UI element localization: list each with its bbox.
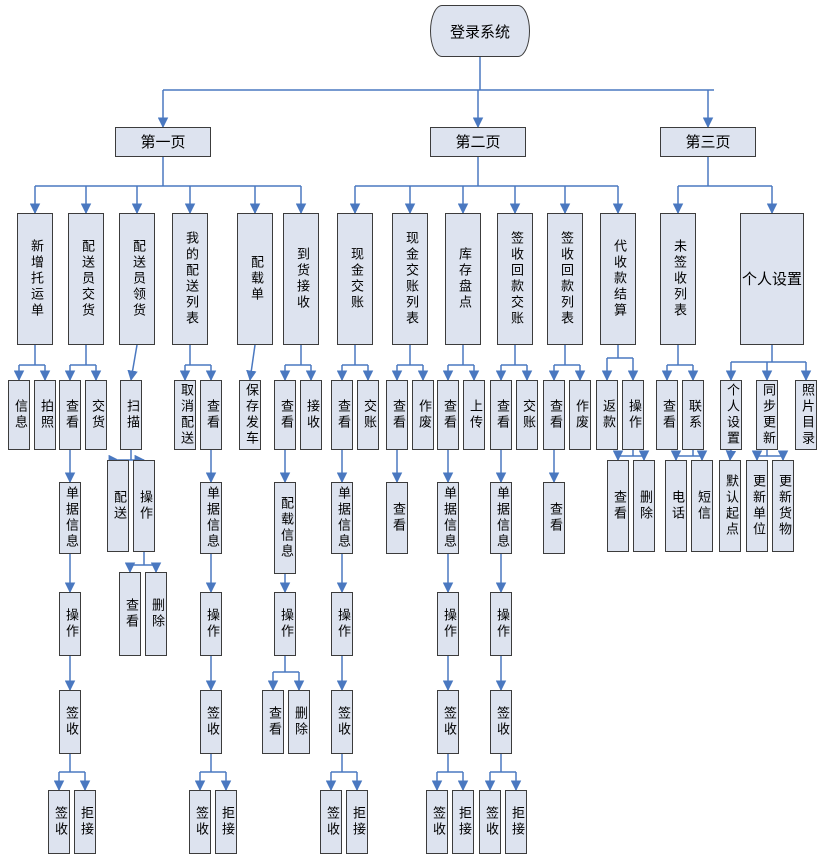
- p1-c3-b2: 操作: [133, 460, 155, 552]
- p3-c1-d1: 电话: [665, 460, 687, 552]
- p2-c6-b: 操作: [622, 380, 644, 450]
- p1-c4-d1: 单据信息: [200, 482, 222, 554]
- p2-c1: 现金交账: [337, 213, 373, 345]
- p2-c3-d3: 签收: [437, 690, 459, 754]
- p1-c3: 配送员领货: [119, 213, 155, 345]
- p1-c2-d1: 单据信息: [59, 482, 81, 554]
- p1-c6-d1: 配载信息: [274, 482, 296, 574]
- p2-c3-e1: 签收: [426, 790, 448, 854]
- p3-c1-a: 查看: [656, 380, 678, 450]
- p1-c1-a: 信息: [8, 380, 30, 450]
- p2-c4-d3: 签收: [490, 690, 512, 754]
- p2-c1-e1: 签收: [320, 790, 342, 854]
- p1-c2-e1: 签收: [48, 790, 70, 854]
- p3-c2-d1: 默认起点: [719, 460, 741, 552]
- p2-c3-d2: 操作: [437, 592, 459, 656]
- p3-c2: 个人设置: [740, 213, 804, 345]
- p2-c1-e2: 拒接: [346, 790, 368, 854]
- p2-c4-a: 查看: [490, 380, 512, 450]
- p2-c4-d2: 操作: [490, 592, 512, 656]
- login-system-node: 登录系统: [430, 5, 530, 57]
- p1-c1: 新增托运单: [17, 213, 53, 345]
- p1-c2-b: 交货: [85, 380, 107, 450]
- p3-c2-b: 同步更新: [756, 380, 778, 450]
- p2-c5-a: 查看: [543, 380, 565, 450]
- p1-c2-d2: 操作: [59, 592, 81, 656]
- p2-c1-b: 交账: [357, 380, 379, 450]
- page-1-node: 第一页: [115, 127, 211, 157]
- p3-c2-c: 照片目录: [795, 380, 817, 450]
- p2-c4: 签收回款交账: [497, 213, 533, 345]
- p1-c4-a: 取消配送: [174, 380, 196, 450]
- p1-c3-c2: 删除: [145, 572, 167, 656]
- p2-c3-d1: 单据信息: [437, 482, 459, 554]
- p1-c4-e1: 签收: [189, 790, 211, 854]
- p1-c3-b1: 配送: [107, 460, 129, 552]
- p2-c1-d2: 操作: [331, 592, 353, 656]
- p1-c4-d3: 签收: [200, 690, 222, 754]
- p1-c2-d3: 签收: [59, 690, 81, 754]
- p3-c1-d2: 短信: [691, 460, 713, 552]
- p2-c6: 代收款结算: [600, 213, 636, 345]
- p2-c1-a: 查看: [331, 380, 353, 450]
- p1-c6-b: 接收: [300, 380, 322, 450]
- p1-c3-a: 扫描: [120, 380, 142, 450]
- p3-c1: 未签收列表: [660, 213, 696, 345]
- p1-c4: 我的配送列表: [172, 213, 208, 345]
- p2-c2-a: 查看: [386, 380, 408, 450]
- page-2-node: 第二页: [430, 127, 526, 157]
- page-3-node: 第三页: [660, 127, 756, 157]
- p2-c3-b: 上传: [463, 380, 485, 450]
- p1-c6: 到货接收: [283, 213, 319, 345]
- p2-c2: 现金交账列表: [392, 213, 428, 345]
- p1-c4-b: 查看: [200, 380, 222, 450]
- p1-c6-a: 查看: [274, 380, 296, 450]
- p2-c3: 库存盘点: [445, 213, 481, 345]
- p2-c1-d1: 单据信息: [331, 482, 353, 554]
- p1-c6-e2: 删除: [288, 690, 310, 754]
- p2-c4-e2: 拒接: [505, 790, 527, 854]
- p2-c4-e1: 签收: [479, 790, 501, 854]
- p2-c6-d1: 查看: [607, 460, 629, 552]
- p2-c3-a: 查看: [437, 380, 459, 450]
- p1-c2-a: 查看: [59, 380, 81, 450]
- p1-c2-e2: 拒接: [74, 790, 96, 854]
- p1-c5: 配载单: [237, 213, 273, 345]
- p2-c3-e2: 拒接: [452, 790, 474, 854]
- p3-c2-e1: 更新单位: [746, 460, 768, 552]
- p2-c1-d3: 签收: [331, 690, 353, 754]
- p2-c6-a: 返款: [596, 380, 618, 450]
- p2-c2-b: 作废: [412, 380, 434, 450]
- p1-c6-e1: 查看: [262, 690, 284, 754]
- p3-c1-b: 联系: [682, 380, 704, 450]
- p2-c5-d1: 查看: [543, 482, 565, 554]
- p1-c4-d2: 操作: [200, 592, 222, 656]
- p1-c5-a: 保存发车: [239, 380, 261, 450]
- p2-c4-d1: 单据信息: [490, 482, 512, 554]
- p3-c2-a: 个人设置: [720, 380, 742, 450]
- p1-c6-d2: 操作: [274, 592, 296, 656]
- p2-c5-b: 作废: [569, 380, 591, 450]
- p3-c2-e2: 更新货物: [772, 460, 794, 552]
- p1-c1-b: 拍照: [34, 380, 56, 450]
- p2-c4-b: 交账: [516, 380, 538, 450]
- p2-c2-d1: 查看: [386, 482, 408, 554]
- p2-c6-d2: 删除: [633, 460, 655, 552]
- p1-c4-e2: 拒接: [215, 790, 237, 854]
- p2-c5: 签收回款列表: [547, 213, 583, 345]
- p1-c2: 配送员交货: [68, 213, 104, 345]
- p1-c3-c1: 查看: [119, 572, 141, 656]
